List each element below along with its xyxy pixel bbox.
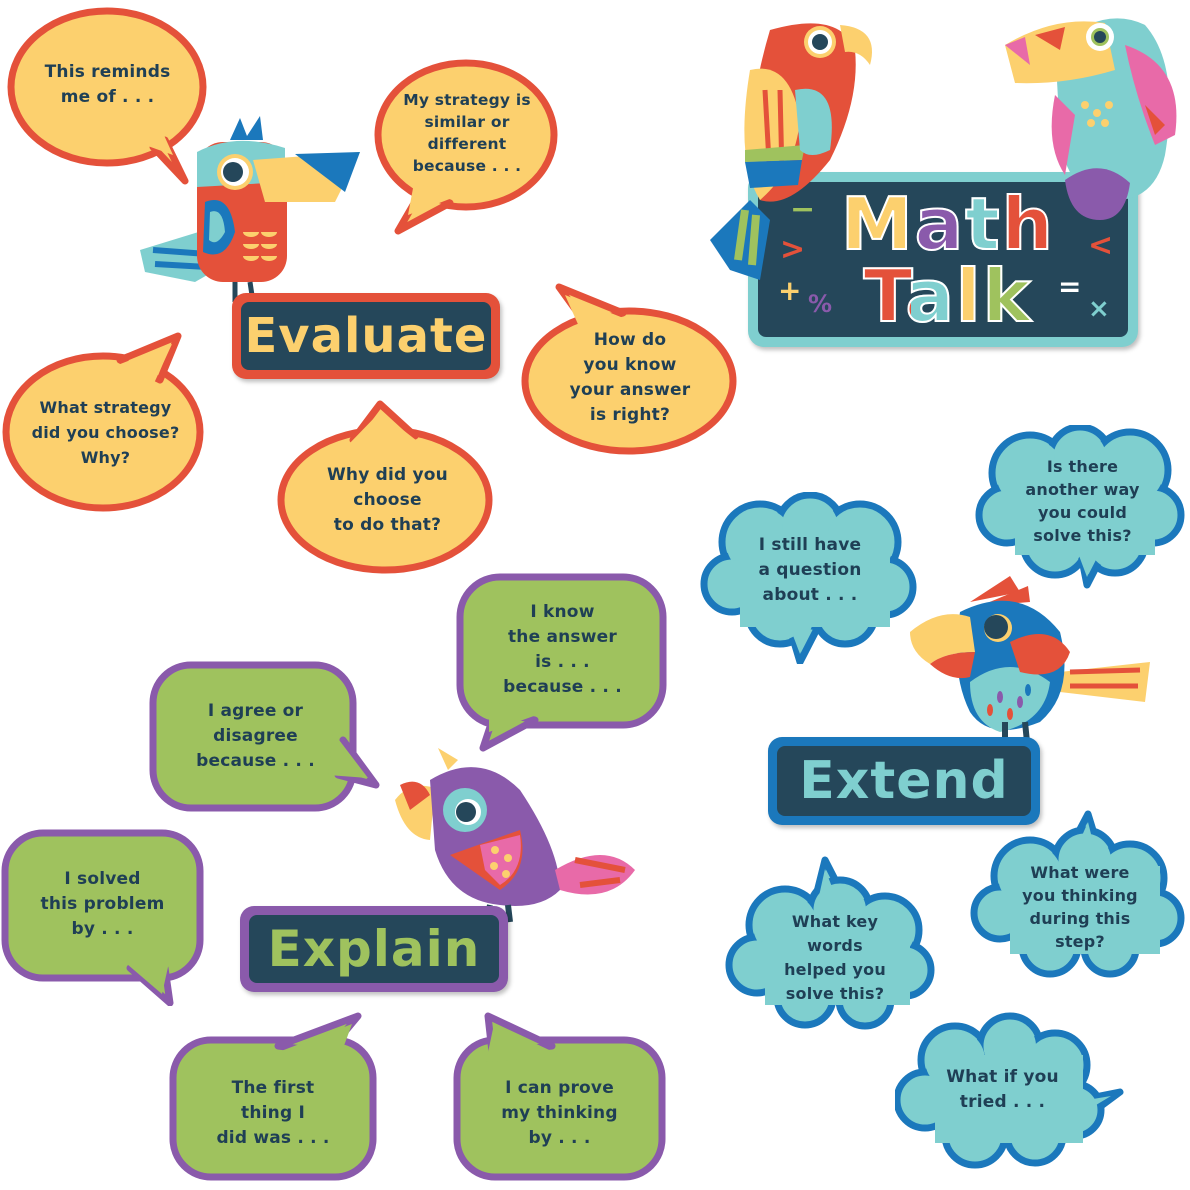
greater-than-symbol-icon: > xyxy=(780,232,806,267)
bubble-text: What if you tried . . . xyxy=(946,1067,1059,1112)
bubble-text: What strategy did you choose? Why? xyxy=(31,397,180,467)
minus-symbol-icon: − xyxy=(790,192,816,227)
bubble-text: Is there another way you could solve thi… xyxy=(1025,457,1140,545)
bubble-text: I agree or disagree because . . . xyxy=(196,700,315,771)
cloud-bubble-shape xyxy=(725,856,935,1030)
parrot-icon xyxy=(710,23,872,280)
bubble-text: What key words helped you solve this? xyxy=(784,912,886,1003)
speech-bubble-the-first-thing: The first thing I did was . . . xyxy=(168,1012,378,1182)
speech-bubble-how-do-you-know: How do you know your answer is right? xyxy=(515,283,740,458)
cloud-bubble-shape xyxy=(893,1012,1124,1169)
purple-bird-illustration xyxy=(390,740,640,925)
bubble-text: What were you thinking during this step? xyxy=(1022,863,1138,951)
cloud-bubble-shape xyxy=(970,810,1185,978)
purple-bird-icon xyxy=(395,748,635,923)
extend-title-card: Extend xyxy=(768,737,1040,825)
cloud-bubble-i-still-have: I still have a question about . . . xyxy=(700,491,918,666)
percent-symbol-icon: % xyxy=(808,290,833,318)
bubble-text: I solved this problem by . . . xyxy=(40,868,165,939)
rounded-speech-bubble-shape xyxy=(169,1012,377,1181)
cloud-bubble-is-there-another-way: Is there another way you could solve thi… xyxy=(975,423,1185,590)
speech-bubble-this-reminds: This reminds me of . . . xyxy=(5,5,210,185)
speech-bubble-why-did-you: Why did you choose to do that? xyxy=(275,400,500,575)
math-talk-title-card: − > + % < = × Math Talk xyxy=(748,172,1138,347)
speech-bubble-i-know-the-answer: I know the answer is . . . because . . . xyxy=(455,572,670,752)
speech-bubble-what-strategy: What strategy did you choose? Why? xyxy=(0,330,210,515)
cloud-bubble-what-were-you-thinking: What were you thinking during this step? xyxy=(970,808,1185,983)
oval-speech-bubble-shape xyxy=(521,283,737,455)
speech-bubble-i-can-prove: I can prove my thinking by . . . xyxy=(452,1012,667,1182)
cloud-bubble-shape xyxy=(975,423,1185,589)
evaluate-title: Evaluate xyxy=(244,308,488,364)
blue-parrot-illustration xyxy=(910,572,1160,757)
blue-parrot-icon xyxy=(910,576,1150,753)
explain-title-card: Explain xyxy=(240,906,508,992)
evaluate-title-card: Evaluate xyxy=(232,293,500,379)
bubble-text: I know the answer is . . . because . . . xyxy=(503,601,622,697)
oval-speech-bubble-shape xyxy=(7,7,207,185)
red-parrot-illustration xyxy=(690,10,880,310)
math-word: Math xyxy=(840,181,1055,266)
cloud-bubble-what-key-words: What key words helped you solve this? xyxy=(725,855,940,1030)
explain-title: Explain xyxy=(267,920,481,978)
bubble-text: My strategy is similar or different beca… xyxy=(403,91,531,175)
speech-bubble-i-solved-this-problem: I solved this problem by . . . xyxy=(0,828,205,1007)
bubble-text: This reminds me of . . . xyxy=(44,62,171,107)
rounded-speech-bubble-shape xyxy=(149,661,380,812)
equals-symbol-icon: = xyxy=(1058,270,1082,303)
rounded-speech-bubble-shape xyxy=(456,573,667,752)
bubble-text: I still have a question about . . . xyxy=(758,534,862,605)
bubble-text: Why did you choose to do that? xyxy=(326,464,448,535)
bubble-text: How do you know your answer is right? xyxy=(569,330,691,425)
speech-bubble-my-strategy: My strategy is similar or different beca… xyxy=(368,55,558,235)
bubble-text: I can prove my thinking by . . . xyxy=(501,1077,618,1148)
toucan-icon xyxy=(1005,18,1177,220)
toucan-bird-illustration xyxy=(135,112,365,307)
oval-speech-bubble-shape xyxy=(2,332,204,512)
speech-bubble-i-agree-or-disagree: I agree or disagree because . . . xyxy=(148,660,383,815)
talk-word: Talk xyxy=(863,253,1033,338)
plus-symbol-icon: + xyxy=(778,274,802,307)
times-symbol-icon: × xyxy=(1088,294,1110,324)
rounded-speech-bubble-shape xyxy=(453,1012,666,1181)
cloud-bubble-shape xyxy=(700,491,917,666)
pink-toucan-illustration xyxy=(1005,5,1190,235)
extend-title: Extend xyxy=(799,751,1009,811)
rounded-speech-bubble-shape xyxy=(1,829,204,1007)
oval-speech-bubble-shape xyxy=(277,400,493,574)
bubble-text: The first thing I did was . . . xyxy=(216,1077,330,1148)
toucan-icon xyxy=(140,116,360,303)
less-than-symbol-icon: < xyxy=(1088,228,1114,263)
oval-speech-bubble-shape xyxy=(374,59,558,235)
cloud-bubble-what-if-you-tried: What if you tried . . . xyxy=(893,1010,1125,1170)
